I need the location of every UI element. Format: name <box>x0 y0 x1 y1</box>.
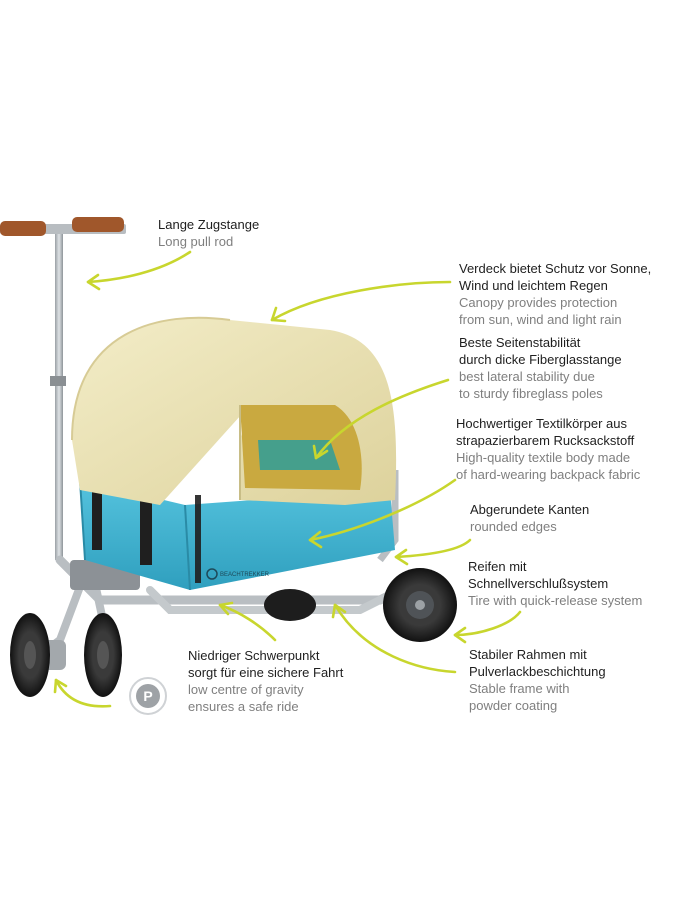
label-frame-en-2: powder coating <box>469 698 558 713</box>
label-canopy-de-2: Wind und leichtem Regen <box>459 278 608 293</box>
label-gravity: Niedriger Schwerpunkt sorgt für eine sic… <box>188 647 343 715</box>
label-stability-en-1: best lateral stability due <box>459 369 595 384</box>
label-stability-de-1: Beste Seitenstabilität <box>459 335 581 350</box>
arrow-gravity <box>218 603 277 642</box>
label-tires-de-1: Reifen mit <box>468 559 527 574</box>
front-wheel-right <box>84 613 122 697</box>
label-gravity-en-1: low centre of gravity <box>188 682 304 697</box>
arrow-stability <box>314 378 450 460</box>
label-frame: Stabiler Rahmen mit Pulverlackbeschichtu… <box>469 646 606 714</box>
label-edges-de: Abgerundete Kanten <box>470 502 590 517</box>
label-canopy-en-1: Canopy provides protection <box>459 295 618 310</box>
label-gravity-de-1: Niedriger Schwerpunkt <box>188 648 320 663</box>
wagon-logo: BEACHTREKKER <box>220 572 270 578</box>
arrow-tires <box>453 610 522 637</box>
arrow-front-wheel <box>54 678 112 708</box>
label-canopy-de-1: Verdeck bietet Schutz vor Sonne, <box>459 261 652 276</box>
label-pull-rod-de: Lange Zugstange <box>158 217 260 232</box>
parking-brake-icon: P <box>129 677 167 715</box>
label-tires: Reifen mit Schnellverschlußsystem Tire w… <box>468 558 642 609</box>
label-frame-de-1: Stabiler Rahmen mit <box>469 647 587 662</box>
arrow-canopy <box>270 280 452 322</box>
arrow-edges <box>394 538 472 559</box>
label-stability: Beste Seitenstabilität durch dicke Fiber… <box>459 334 622 402</box>
arrow-frame <box>333 603 457 674</box>
label-textile-en-2: of hard-wearing backpack fabric <box>456 467 641 482</box>
label-textile-en-1: High-quality textile body made <box>456 450 631 465</box>
front-wheel-left <box>10 613 50 697</box>
label-textile-de-1: Hochwertiger Textilkörper aus <box>456 416 627 431</box>
label-canopy: Verdeck bietet Schutz vor Sonne, Wind un… <box>459 260 651 328</box>
pull-rod <box>0 217 126 560</box>
label-gravity-de-2: sorgt für eine sichere Fahrt <box>188 665 344 680</box>
label-tires-de-2: Schnellverschlußsystem <box>468 576 609 591</box>
label-frame-de-2: Pulverlackbeschichtung <box>469 664 606 679</box>
label-frame-en-1: Stable frame with <box>469 681 570 696</box>
label-textile: Hochwertiger Textilkörper aus strapazier… <box>456 415 640 483</box>
label-textile-de-2: strapazierbarem Rucksackstoff <box>456 433 635 448</box>
parking-badge-text: P <box>143 688 152 704</box>
arrow-pull-rod <box>86 250 192 284</box>
label-gravity-en-2: ensures a safe ride <box>188 699 299 714</box>
arrow-textile <box>308 478 457 542</box>
label-pull-rod-en: Long pull rod <box>158 234 234 249</box>
canopy <box>71 316 397 505</box>
label-stability-en-2: to sturdy fibreglass poles <box>459 386 603 401</box>
label-tires-en-1: Tire with quick-release system <box>468 593 643 608</box>
label-canopy-en-2: from sun, wind and light rain <box>459 312 622 327</box>
label-stability-de-2: durch dicke Fiberglasstange <box>459 352 622 367</box>
annotation-arrows <box>53 250 522 708</box>
middle-wheel <box>264 589 316 621</box>
label-edges-en: rounded edges <box>470 519 557 534</box>
rear-wheel <box>383 568 457 642</box>
label-edges: Abgerundete Kanten rounded edges <box>470 501 589 535</box>
label-pull-rod: Lange Zugstange Long pull rod <box>158 216 259 250</box>
